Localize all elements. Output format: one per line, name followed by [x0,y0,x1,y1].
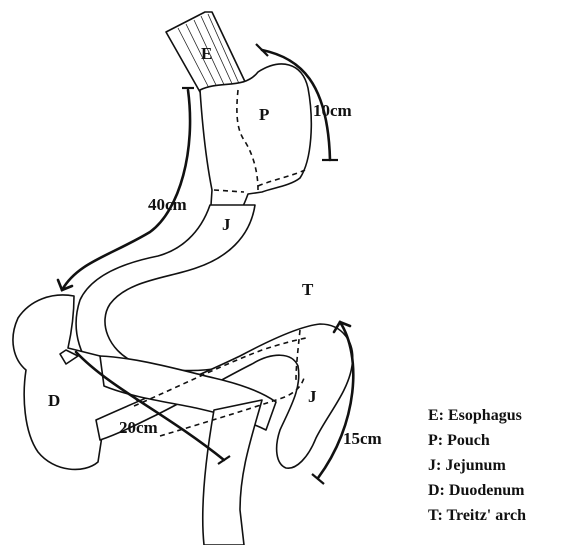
legend-item-jejunum: J: Jejunum [428,457,506,474]
label-esophagus: E [201,44,212,63]
measure-10cm-label: 10cm [313,101,352,120]
label-jejunum-upper: J [222,215,231,234]
legend-item-treitz: T: Treitz' arch [428,507,526,524]
pouch [200,64,311,222]
label-jejunum-lower: J [308,387,317,406]
label-duodenum: D [48,391,60,410]
legend: E: Esophagus P: Pouch J: Jejunum D: Duod… [428,407,526,524]
legend-item-esophagus: E: Esophagus [428,407,522,424]
measure-20cm-label: 20cm [119,418,158,437]
measure-15cm-label: 15cm [343,429,382,448]
legend-item-pouch: P: Pouch [428,432,490,449]
label-treitz: T [302,280,314,299]
label-pouch: P [259,105,269,124]
legend-item-duodenum: D: Duodenum [428,482,525,499]
measure-40cm-label: 40cm [148,195,187,214]
